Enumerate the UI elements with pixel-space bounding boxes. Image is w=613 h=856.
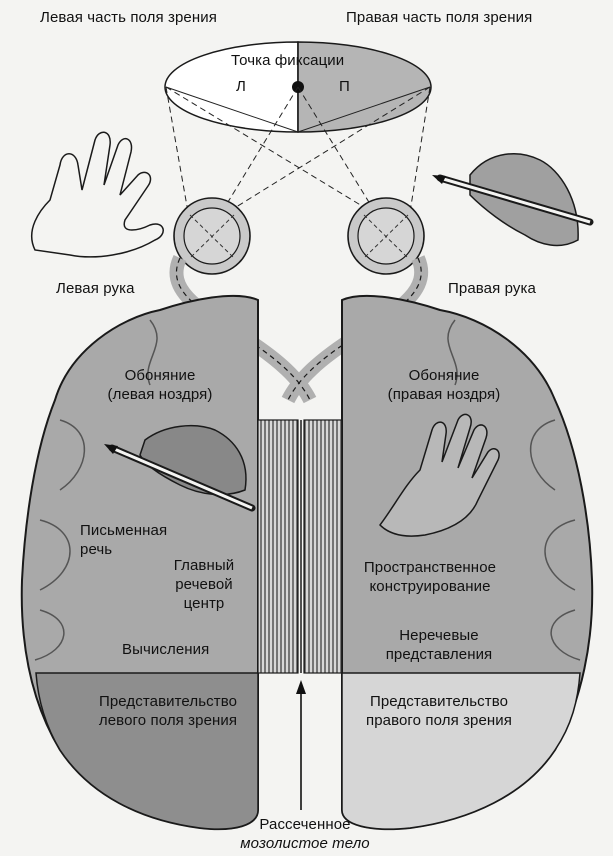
right-smell-line2: (правая ноздря) bbox=[387, 386, 501, 403]
right-hand-writing-icon bbox=[432, 153, 594, 247]
right-eye bbox=[347, 197, 425, 275]
right-smell-line1: Обоняние bbox=[408, 367, 480, 384]
left-eye bbox=[173, 197, 251, 275]
writing-line1: Письменная bbox=[80, 522, 168, 539]
writing-label: Письменная речь bbox=[80, 521, 167, 559]
writing-hand-icon bbox=[104, 424, 256, 512]
spatial-line2: конструирование bbox=[369, 578, 491, 595]
left-hand-icon bbox=[30, 131, 164, 258]
speech-line3: центр bbox=[183, 595, 225, 612]
left-smell-line1: Обоняние bbox=[124, 367, 196, 384]
left-visual-line2: левого поля зрения bbox=[98, 712, 238, 729]
right-letter: П bbox=[339, 78, 350, 95]
right-visual-line1: Представительство bbox=[369, 693, 509, 710]
calculation-label: Вычисления bbox=[122, 641, 210, 658]
right-hemisphere bbox=[341, 294, 594, 831]
nonverbal-line1: Неречевые bbox=[399, 627, 479, 644]
nonverbal-line2: представления bbox=[385, 646, 493, 663]
right-visual-field-label: Правая часть поля зрения bbox=[346, 9, 533, 26]
left-visual-representation-label: Представительство левого поля зрения bbox=[78, 692, 258, 730]
fixation-point-label: Точка фиксации bbox=[231, 52, 345, 69]
right-visual-line2: правого поля зрения bbox=[365, 712, 513, 729]
left-smell-label: Обоняние (левая ноздря) bbox=[90, 366, 230, 404]
arrow-icon bbox=[296, 680, 306, 810]
left-letter: Л bbox=[236, 78, 246, 95]
left-visual-field-label: Левая часть поля зрения bbox=[40, 9, 217, 26]
speech-center-label: Главный речевой центр bbox=[160, 556, 248, 613]
right-visual-representation-label: Представительство правого поля зрения bbox=[344, 692, 534, 730]
footer-line2: мозолистое тело bbox=[240, 835, 370, 852]
footer-line1: Рассеченное bbox=[259, 816, 351, 833]
corpus-callosum bbox=[257, 419, 343, 674]
right-hand-label: Правая рука bbox=[448, 280, 536, 297]
spatial-construction-label: Пространственное конструирование bbox=[350, 558, 510, 596]
left-smell-line2: (левая ноздря) bbox=[107, 386, 213, 403]
visual-field-ellipse bbox=[164, 41, 432, 133]
left-hand-label: Левая рука bbox=[56, 280, 135, 297]
open-hand-icon bbox=[379, 413, 500, 537]
writing-line2: речь bbox=[80, 541, 113, 558]
left-visual-line1: Представительство bbox=[98, 693, 238, 710]
nonverbal-label: Неречевые представления bbox=[364, 626, 514, 664]
speech-line2: речевой bbox=[175, 576, 233, 593]
speech-line1: Главный bbox=[173, 557, 235, 574]
right-smell-label: Обоняние (правая ноздря) bbox=[364, 366, 524, 404]
spatial-line1: Пространственное bbox=[363, 559, 497, 576]
corpus-callosum-label: Рассеченное мозолистое тело bbox=[230, 815, 380, 853]
